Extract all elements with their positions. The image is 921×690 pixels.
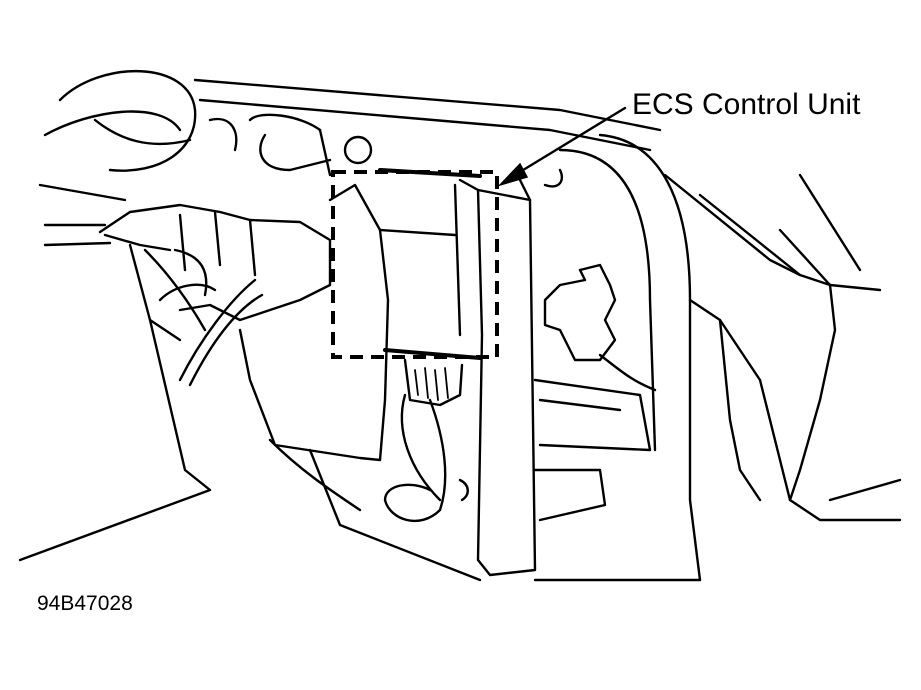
right-connector	[543, 263, 657, 392]
dash-upper-panel	[193, 78, 662, 177]
kick-panel-cover	[238, 183, 482, 582]
door-pillar	[558, 133, 902, 582]
ecs-unit-outline	[331, 170, 499, 359]
ecs-unit-body	[378, 168, 482, 360]
mounting-bracket	[458, 178, 537, 577]
wire-harness	[383, 358, 469, 522]
lower-console-panels	[533, 168, 702, 582]
steering-wheel-outline	[43, 69, 197, 172]
callout-arrow	[497, 106, 627, 187]
figure-id: 94B47028	[37, 592, 133, 615]
callout-label: ECS Control Unit	[632, 88, 861, 121]
console-left	[18, 183, 332, 562]
